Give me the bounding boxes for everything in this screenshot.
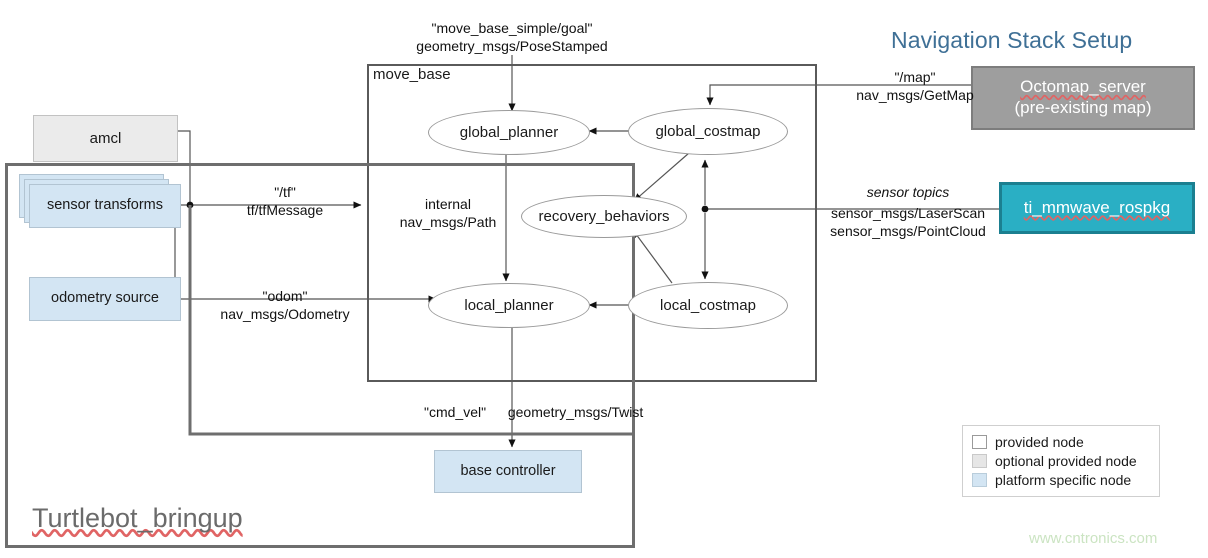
node-odometry-source[interactable]: odometry source <box>29 277 181 321</box>
octomap-server-name: Octomap_server <box>1020 77 1146 97</box>
node-local-planner[interactable]: local_planner <box>428 283 590 328</box>
node-global-planner[interactable]: global_planner <box>428 110 590 155</box>
odom-type: nav_msgs/Odometry <box>220 305 350 322</box>
page-title: Navigation Stack Setup <box>891 27 1133 53</box>
edge-label-tf: "/tf" tf/tfMessage <box>247 184 323 219</box>
goal-topic: "move_base_simple/goal" <box>431 20 593 36</box>
legend-label-platform: platform specific node <box>995 471 1132 488</box>
move-base-label: move_base <box>373 66 451 83</box>
edge-label-sensor-topics-title: sensor topics <box>867 184 949 202</box>
legend-item-optional: optional provided node <box>972 451 1149 470</box>
legend: provided node optional provided node pla… <box>962 425 1160 497</box>
legend-swatch-platform-icon <box>972 472 987 487</box>
edge-label-internal: internal nav_msgs/Path <box>400 196 497 231</box>
ti-mmwave-name: ti_mmwave_rospkg <box>1023 197 1171 217</box>
edge-label-cmd-vel: "cmd_vel" geometry_msgs/Twist <box>424 404 643 422</box>
internal-type: nav_msgs/Path <box>399 213 497 230</box>
tf-topic: "/tf" <box>274 184 296 200</box>
node-sensor-transforms[interactable]: sensor transforms <box>29 184 181 228</box>
cmd-vel-type: geometry_msgs/Twist <box>507 404 644 420</box>
edge-label-map: "/map" nav_msgs/GetMap <box>856 69 974 104</box>
cmd-vel-topic: "cmd_vel" <box>424 404 487 420</box>
octomap-server-subtitle: (pre-existing map) <box>1014 98 1152 117</box>
node-local-costmap[interactable]: local_costmap <box>628 282 788 329</box>
legend-swatch-optional-icon <box>972 453 987 468</box>
sensor-topics-title: sensor topics <box>866 184 950 200</box>
edge-label-sensor-types: sensor_msgs/LaserScan sensor_msgs/PointC… <box>830 205 986 240</box>
node-amcl[interactable]: amcl <box>33 115 178 162</box>
goal-type: geometry_msgs/PoseStamped <box>416 37 608 54</box>
legend-label-provided: provided node <box>995 433 1084 450</box>
odom-topic: "odom" <box>262 288 308 304</box>
legend-item-platform: platform specific node <box>972 470 1149 489</box>
sensor-type-pointcloud: sensor_msgs/PointCloud <box>830 222 986 239</box>
node-global-costmap[interactable]: global_costmap <box>628 108 788 155</box>
sensor-type-laserscan: sensor_msgs/LaserScan <box>830 205 986 221</box>
node-recovery-behaviors[interactable]: recovery_behaviors <box>521 195 687 238</box>
map-type: nav_msgs/GetMap <box>856 86 974 103</box>
node-base-controller[interactable]: base controller <box>434 450 582 493</box>
edge-label-goal: "move_base_simple/goal" geometry_msgs/Po… <box>416 20 607 55</box>
legend-label-optional: optional provided node <box>995 452 1137 469</box>
tf-type: tf/tfMessage <box>246 201 324 218</box>
turtlebot-bringup-title: Turtlebot_bringup <box>32 503 243 533</box>
edge-label-odom: "odom" nav_msgs/Odometry <box>220 288 349 323</box>
legend-swatch-provided-icon <box>972 434 987 449</box>
node-octomap-server[interactable]: Octomap_server (pre-existing map) <box>971 66 1195 130</box>
legend-item-provided: provided node <box>972 432 1149 451</box>
watermark: www.cntronics.com <box>1029 530 1158 547</box>
internal-label: internal <box>425 196 471 212</box>
map-topic: "/map" <box>894 69 936 85</box>
node-ti-mmwave-rospkg[interactable]: ti_mmwave_rospkg <box>999 182 1195 234</box>
